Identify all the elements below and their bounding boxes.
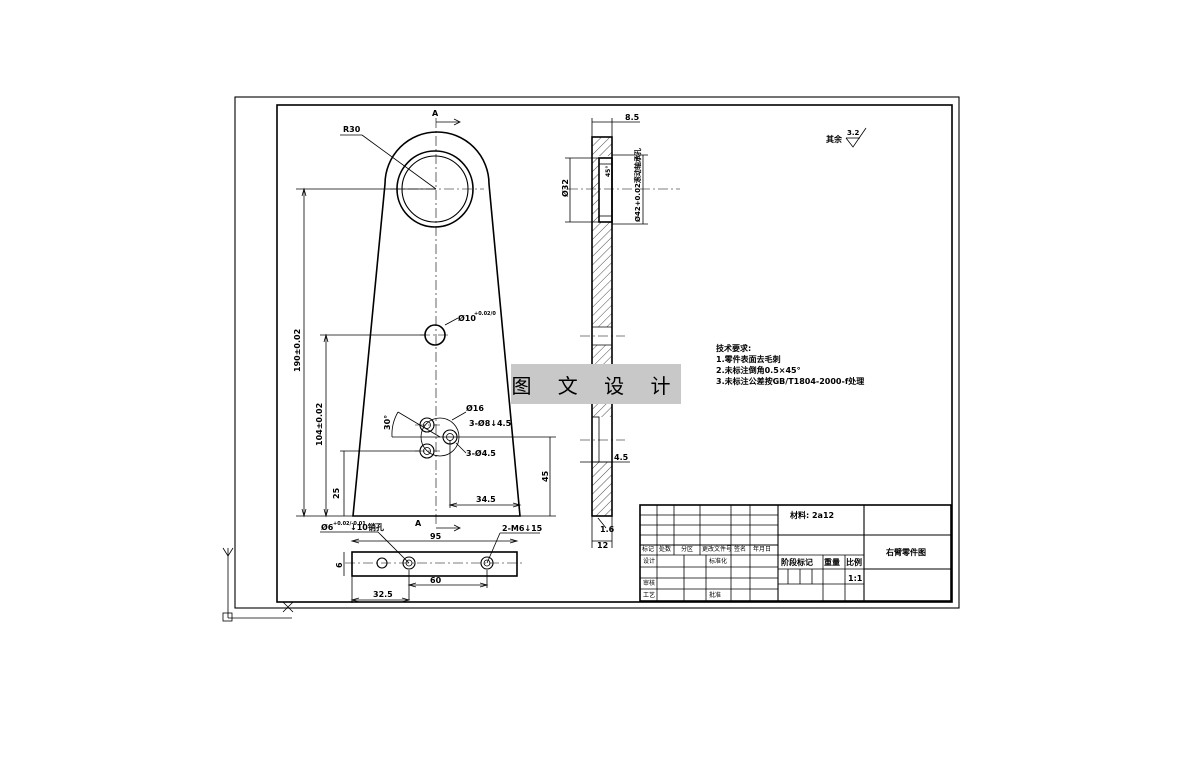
dim-60: 60	[430, 576, 442, 585]
chamfer-mark: 45°	[605, 166, 612, 177]
pin-tolerance: +0.02/-0.01	[333, 521, 366, 527]
dim-1-6: 1.6	[600, 525, 615, 534]
weight-label: 重量	[824, 557, 840, 567]
dim-8-5: 8.5	[625, 113, 640, 122]
surface-finish-value: 3.2	[847, 129, 860, 137]
design-label: 设计	[643, 557, 655, 565]
dim-6: 6	[335, 562, 344, 568]
outer-border	[234, 96, 960, 609]
row-label-1: 标记	[642, 545, 654, 553]
dim-3x-d8: 3-Ø8↓4.5	[469, 418, 512, 428]
tech-item-1: 1.零件表面去毛刺	[716, 354, 781, 364]
front-view: A A R30 Ø10 +0.02/0 190±0.02 104±0.02 25…	[293, 109, 556, 532]
section-mark-top: A	[432, 109, 439, 118]
row-label-3: 分区	[681, 545, 693, 553]
review-label: 审核	[643, 579, 655, 587]
row-label-5: 签名	[734, 545, 746, 553]
thread-label: 2-M6↓15	[502, 524, 543, 533]
pin-suffix: ↓10销孔	[350, 522, 384, 532]
stage-label: 阶段标记	[781, 557, 813, 567]
material-label: 材料: 2a12	[790, 510, 834, 520]
standardize-label: 标准化	[709, 557, 727, 565]
dim-d32: Ø32	[560, 179, 570, 197]
section-outline	[591, 136, 613, 517]
row-label-4: 更改文件号	[702, 545, 732, 553]
scale-value: 1:1	[848, 574, 863, 583]
base-plate	[351, 551, 518, 577]
dim-32-5: 32.5	[373, 590, 393, 599]
hole-tolerance: +0.02/0	[474, 311, 496, 317]
arm-outline	[352, 131, 521, 517]
section-mark-bottom: A	[415, 519, 422, 528]
approve-label: 批准	[709, 591, 721, 599]
part-name: 右臂零件图	[885, 547, 926, 557]
tech-title: 技术要求:	[716, 343, 751, 353]
title-block: 材料: 2a12 右臂零件图 阶段标记 重量 比例 1:1 标记 处数 分区 更…	[639, 504, 952, 602]
dim-95: 95	[430, 532, 442, 541]
tech-requirements: 技术要求: 1.零件表面去毛刺 2.未标注倒角0.5×45° 3.未标注公差按G…	[716, 343, 864, 386]
watermark: 图 文 设 计	[511, 364, 681, 404]
row-label-2: 处数	[659, 545, 671, 553]
tech-item-2: 2.未标注倒角0.5×45°	[716, 365, 801, 375]
pin-label: Ø6	[321, 522, 334, 532]
side-section-view: 8.5 Ø32 Ø42+0.02滚动轴承孔 45° 4.5 1.6 12	[560, 113, 680, 550]
surface-finish-symbol: 其余 3.2	[826, 127, 867, 148]
dim-d16: Ø16	[466, 403, 484, 413]
dim-bore: Ø42+0.02滚动轴承孔	[633, 148, 642, 222]
radius-label: R30	[343, 125, 361, 134]
dim-3x-d4: 3-Ø4.5	[466, 448, 496, 458]
tech-item-3: 3.未标注公差按GB/T1804-2000-f处理	[716, 376, 864, 386]
inner-border	[276, 104, 953, 603]
dim-45: 45	[541, 470, 550, 482]
dim-12: 12	[597, 541, 608, 550]
hole-label: Ø10	[458, 313, 476, 323]
dim-25: 25	[332, 487, 341, 499]
dim-4-5: 4.5	[614, 453, 629, 462]
dim-190: 190±0.02	[293, 329, 302, 372]
surface-finish-prefix: 其余	[826, 134, 843, 144]
row-label-6: 年月日	[753, 545, 771, 553]
process-label: 工艺	[643, 591, 655, 599]
dim-34-5: 34.5	[476, 495, 496, 504]
bottom-view: Ø6 +0.02/-0.01 ↓10销孔 2-M6↓15 95 6 60 32.…	[320, 521, 543, 603]
scale-label: 比例	[846, 557, 862, 567]
dim-30deg: 30°	[383, 415, 392, 430]
ucs-icon	[222, 547, 294, 622]
dim-104: 104±0.02	[315, 403, 324, 446]
